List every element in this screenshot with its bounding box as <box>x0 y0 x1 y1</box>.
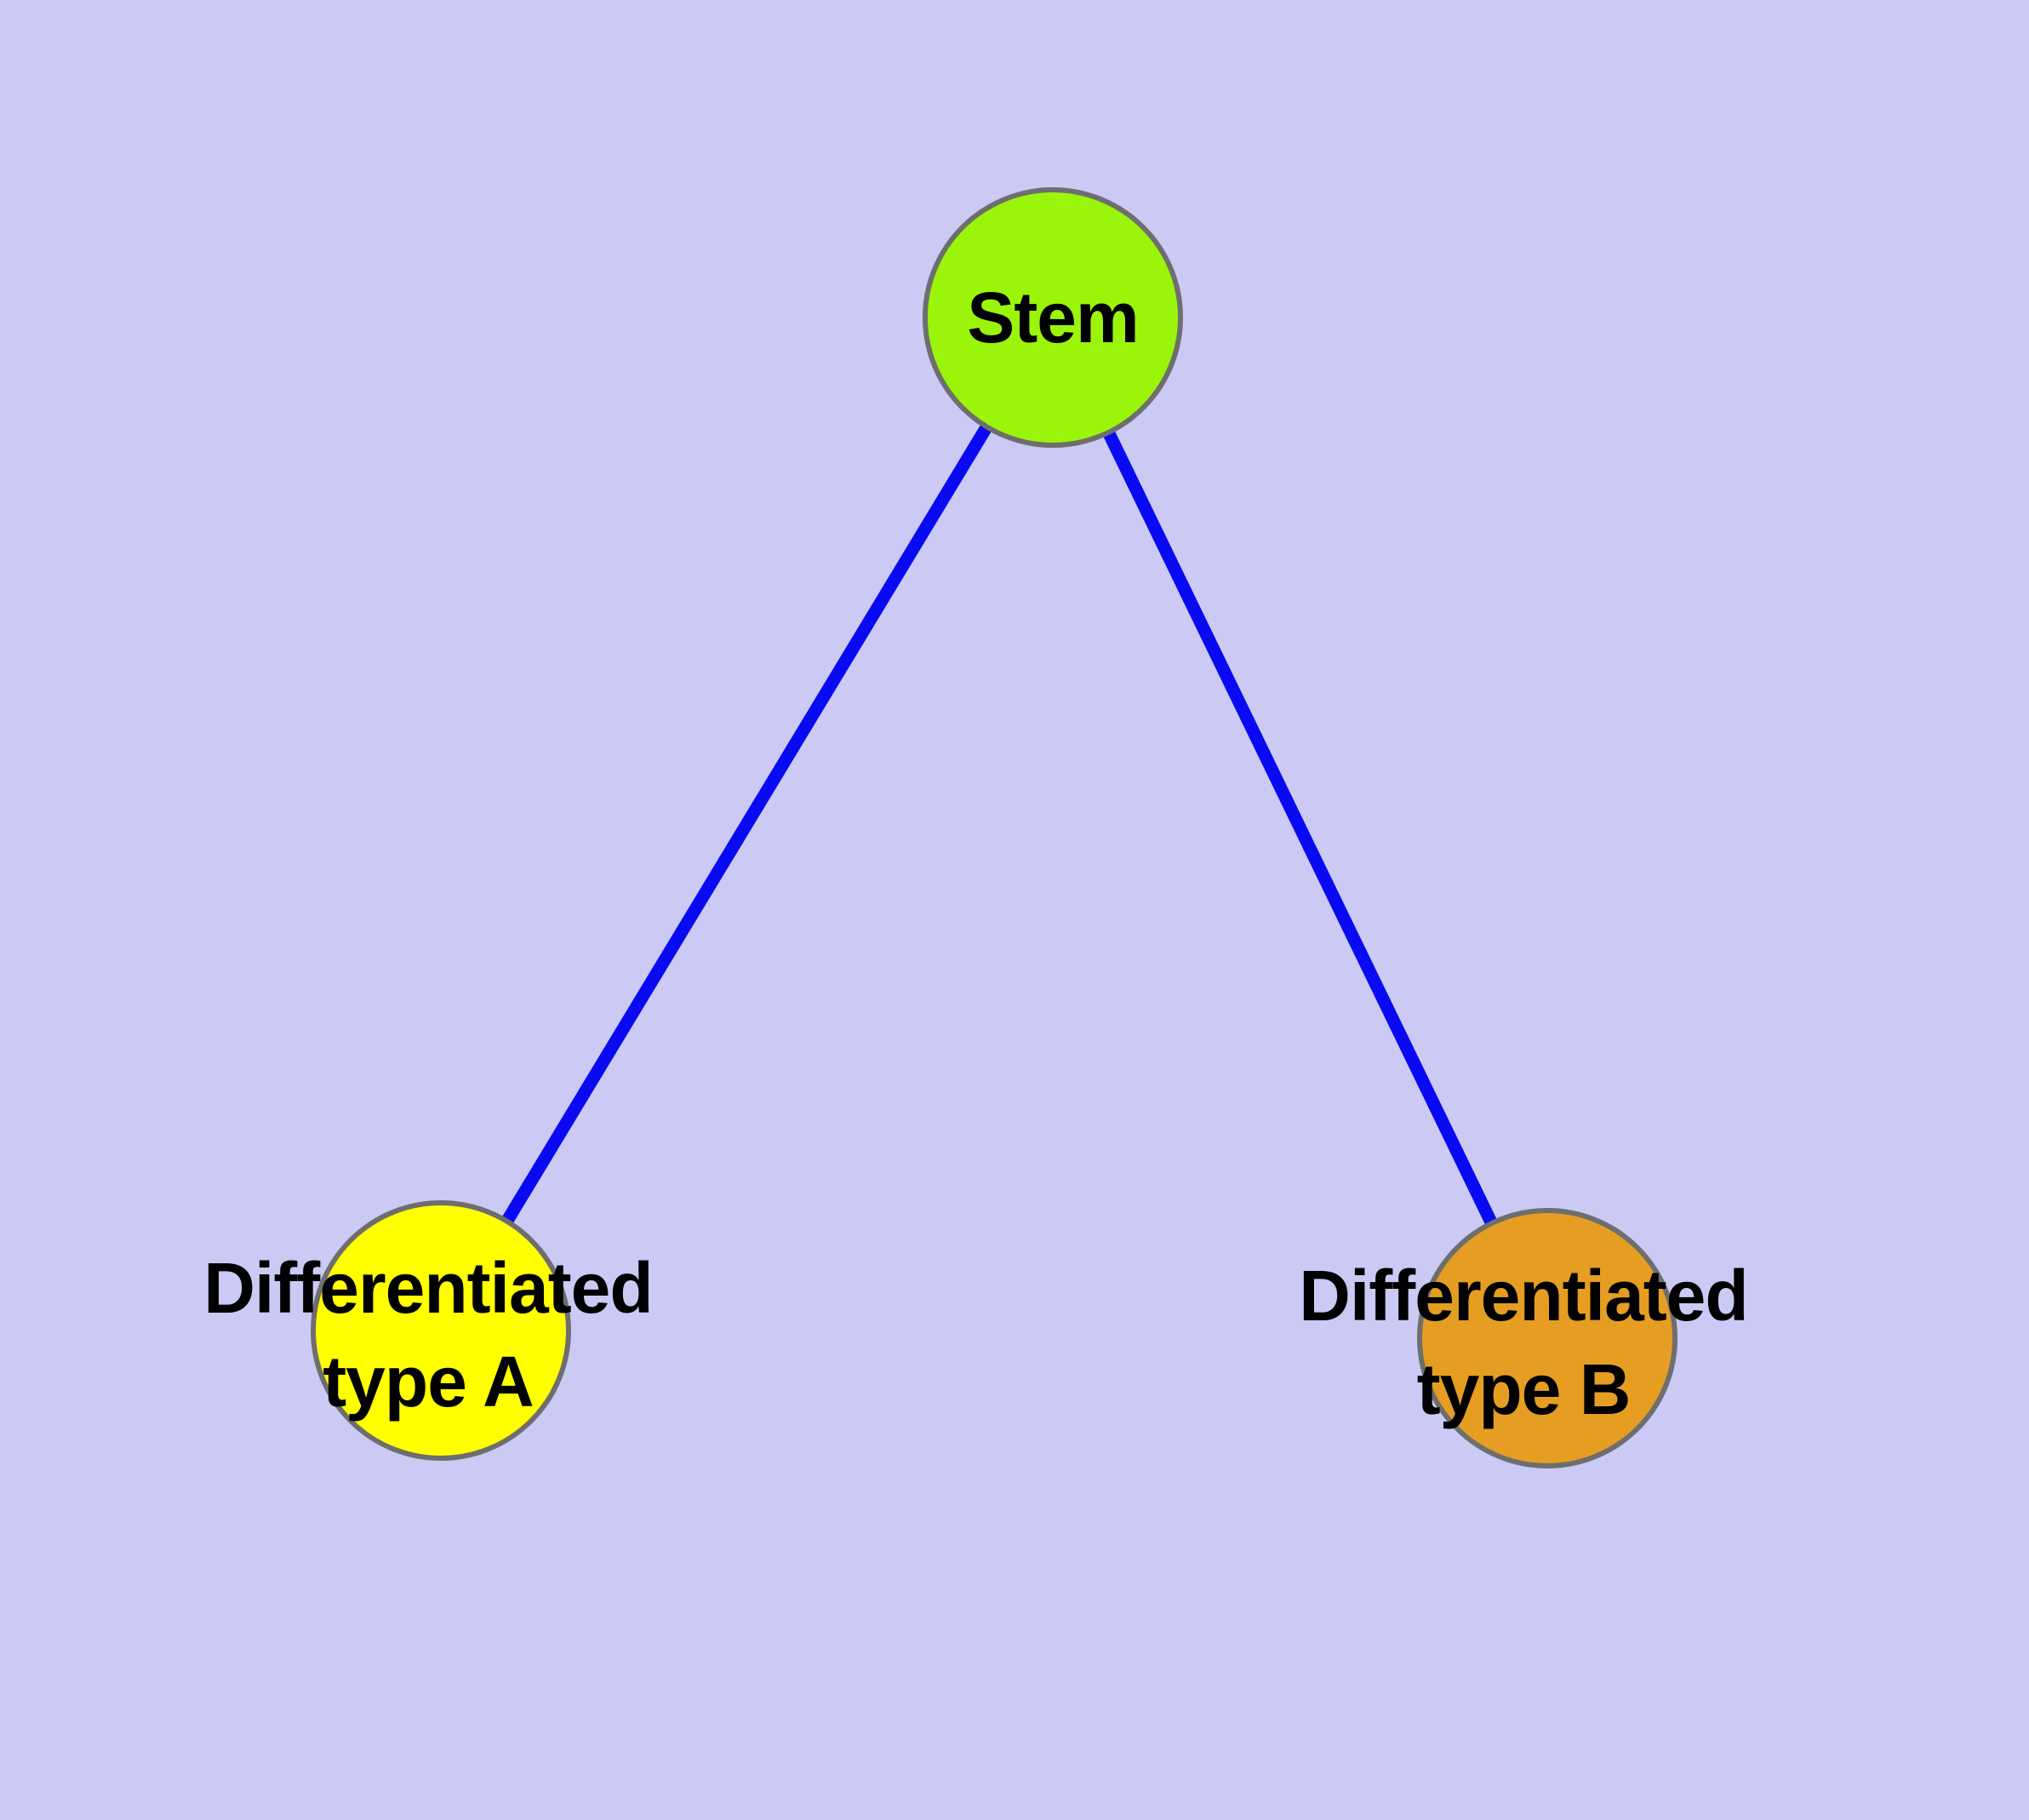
stem-node-circle <box>923 187 1183 448</box>
type-b-node-circle <box>1417 1208 1677 1468</box>
type-a-node-circle <box>311 1200 571 1461</box>
type-b-node-label-line1: Differentiated <box>1299 1256 1748 1336</box>
type-a-node-label-line1: Differentiated <box>203 1248 653 1328</box>
type-b-node-label-line2: type B <box>1416 1349 1632 1429</box>
stem-node-label: Stem <box>967 271 1139 364</box>
edge-stem-to-type-a <box>435 314 1059 1334</box>
type-a-node-label-line2: type A <box>323 1342 534 1422</box>
edge-stem-to-type-b <box>1047 314 1553 1342</box>
type-b-node-label: Differentiated type B <box>1299 1249 1748 1436</box>
stem-node-label-text: Stem <box>967 278 1139 358</box>
type-a-node-label: Differentiated type A <box>203 1241 653 1428</box>
